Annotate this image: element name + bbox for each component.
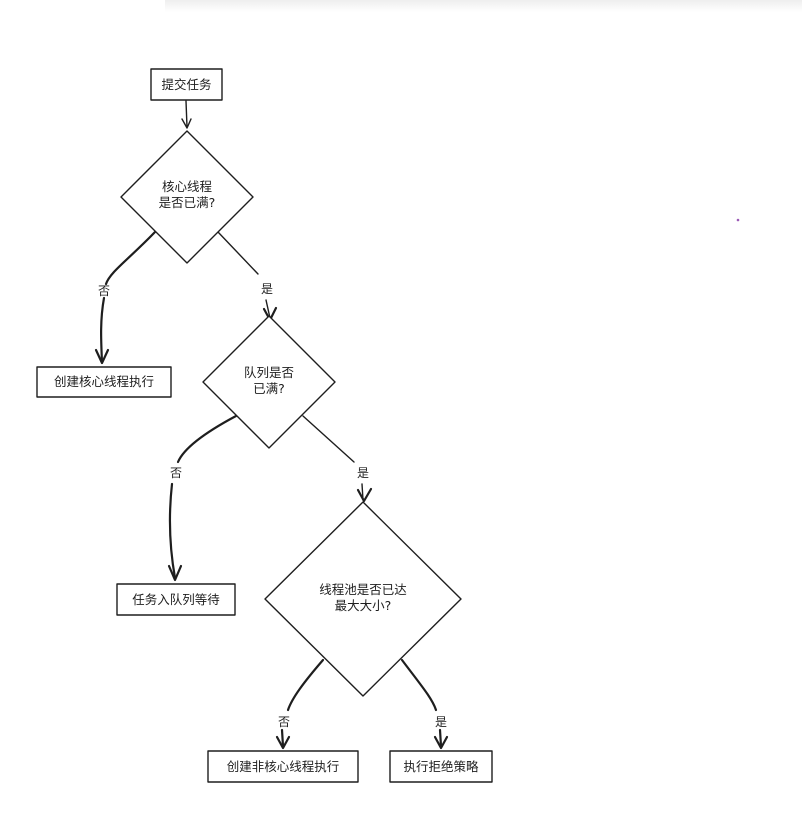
edge-core-yes[interactable] [217,231,259,275]
node-core-full-decision[interactable]: 核心线程 是否已满? [120,130,254,264]
edge-submit-to-core[interactable] [185,100,188,128]
arrowhead-create-core [94,348,110,365]
canvas-top-shadow [165,0,802,12]
node-create-core-label: 创建核心线程执行 [54,374,154,389]
node-max-size-decision[interactable]: 线程池是否已达 最大大小? [264,501,462,697]
edge-label-core-yes: 是 [261,282,273,296]
node-reject-policy[interactable]: 执行拒绝策略 [389,750,493,783]
edge-core-yes-lower[interactable] [265,299,271,319]
node-core-full-line2: 是否已满? [159,195,216,210]
arrowhead-reject [433,735,449,750]
arrowhead-enqueue [167,564,183,582]
node-create-core-thread[interactable]: 创建核心线程执行 [36,366,172,398]
node-reject-label: 执行拒绝策略 [403,759,479,774]
node-enqueue-label: 任务入队列等待 [132,592,220,607]
arrowhead-max [356,487,373,503]
edge-max-no[interactable] [286,658,325,712]
edge-max-yes[interactable] [400,658,438,712]
node-submit-task[interactable]: 提交任务 [150,68,223,101]
node-queue-full-decision[interactable]: 队列是否 已满? [202,315,336,449]
edge-queue-no[interactable] [176,414,238,464]
edge-core-no[interactable] [104,230,157,286]
edge-label-queue-yes: 是 [357,466,369,480]
edge-core-no-lower[interactable] [100,296,106,364]
node-queue-full-line1: 队列是否 [244,365,294,380]
node-max-line2: 最大大小? [335,598,392,613]
edge-label-core-no: 否 [98,284,110,298]
stray-dot [736,218,740,222]
edge-label-max-yes: 是 [435,715,447,729]
node-max-line1: 线程池是否已达 [319,582,407,597]
edge-max-no-lower[interactable] [280,728,285,748]
edge-queue-no-lower[interactable] [168,482,177,580]
node-core-full-line1: 核心线程 [162,179,213,194]
arrowhead-create-noncore [275,735,291,750]
arrowhead-core [181,118,192,129]
node-create-noncore-label: 创建非核心线程执行 [227,759,340,774]
edge-label-queue-no: 否 [170,466,182,480]
node-create-noncore-thread[interactable]: 创建非核心线程执行 [207,750,359,783]
node-enqueue-wait[interactable]: 任务入队列等待 [116,583,236,616]
node-submit-task-label: 提交任务 [161,77,211,92]
edge-max-yes-lower[interactable] [438,728,443,748]
edge-label-max-no: 否 [278,715,290,729]
node-queue-full-line2: 已满? [253,381,285,396]
edge-queue-yes[interactable] [302,415,355,463]
